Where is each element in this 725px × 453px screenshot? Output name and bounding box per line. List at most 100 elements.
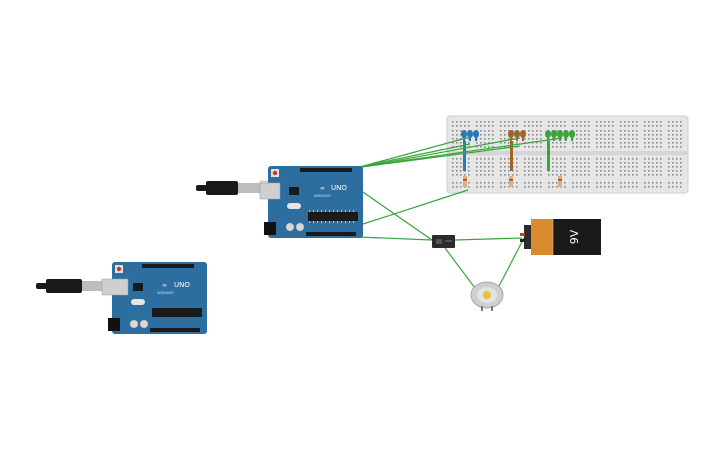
wire[interactable] <box>357 236 433 241</box>
breadboard-hole <box>620 162 622 164</box>
breadboard-hole <box>644 146 646 148</box>
breadboard-hole <box>540 134 542 136</box>
breadboard-hole <box>636 130 638 132</box>
breadboard-hole <box>644 121 646 123</box>
breadboard-hole <box>656 158 658 160</box>
led-leg <box>547 137 549 141</box>
led[interactable] <box>461 130 467 138</box>
breadboard-hole <box>560 158 562 160</box>
breadboard-hole <box>636 134 638 136</box>
resistor[interactable] <box>509 176 513 187</box>
breadboard-hole <box>488 125 490 127</box>
breadboard-hole <box>676 170 678 172</box>
breadboard-hole <box>452 174 454 176</box>
breadboard-hole <box>624 158 626 160</box>
breadboard-hole <box>680 186 682 188</box>
breadboard-hole <box>484 170 486 172</box>
breadboard-hole <box>584 182 586 184</box>
breadboard-hole <box>660 125 662 127</box>
arduino-uno-bottom[interactable]: ∞ UNO ARDUINO <box>101 262 207 334</box>
breadboard-hole <box>456 142 458 144</box>
breadboard-hole <box>484 162 486 164</box>
usb-cable-bottom[interactable] <box>36 279 102 293</box>
wire[interactable] <box>454 237 523 241</box>
breadboard-hole <box>680 146 682 148</box>
led[interactable] <box>514 130 520 138</box>
breadboard-hole <box>560 146 562 148</box>
led[interactable] <box>563 130 569 138</box>
breadboard-hole <box>552 121 554 123</box>
breadboard-hole <box>656 146 658 148</box>
breadboard-hole <box>528 130 530 132</box>
breadboard-hole <box>652 162 654 164</box>
breadboard-hole <box>624 162 626 164</box>
wire[interactable] <box>355 136 471 169</box>
breadboard-hole <box>580 186 582 188</box>
breadboard-hole <box>584 121 586 123</box>
breadboard-hole <box>536 134 538 136</box>
led[interactable] <box>467 130 473 138</box>
breadboard-hole <box>648 166 650 168</box>
breadboard-hole <box>536 138 538 140</box>
breadboard-hole <box>628 166 630 168</box>
breadboard-hole <box>584 142 586 144</box>
breadboard-hole <box>608 146 610 148</box>
breadboard-hole <box>636 162 638 164</box>
breadboard-hole <box>576 182 578 184</box>
led-group-green[interactable] <box>545 130 575 171</box>
breadboard[interactable] <box>446 115 689 194</box>
breadboard-hole <box>656 125 658 127</box>
infinity-logo-icon: ∞ <box>320 185 325 192</box>
resistor[interactable] <box>463 176 467 187</box>
breadboard-hole <box>588 130 590 132</box>
breadboard-hole <box>588 138 590 140</box>
led[interactable] <box>551 130 557 138</box>
breadboard-hole <box>624 138 626 140</box>
breadboard-hole <box>504 146 506 148</box>
breadboard-hole <box>492 125 494 127</box>
led[interactable] <box>473 130 479 138</box>
relay[interactable] <box>432 235 455 248</box>
breadboard-hole <box>588 162 590 164</box>
breadboard-hole <box>564 146 566 148</box>
breadboard-hole <box>536 162 538 164</box>
wires[interactable] <box>351 136 563 293</box>
led[interactable] <box>520 130 526 138</box>
wire[interactable] <box>359 189 469 226</box>
breadboard-hole <box>508 170 510 172</box>
usb-cable-top[interactable] <box>196 180 271 196</box>
breadboard-hole <box>532 138 534 140</box>
breadboard-hole <box>548 182 550 184</box>
breadboard-hole <box>516 158 518 160</box>
breadboard-hole <box>536 125 538 127</box>
breadboard-hole <box>564 166 566 168</box>
battery-9v[interactable]: 9V <box>520 219 601 255</box>
led-group-blue[interactable] <box>461 130 479 171</box>
breadboard-hole <box>672 125 674 127</box>
breadboard-hole <box>572 158 574 160</box>
breadboard-hole <box>652 158 654 160</box>
breadboard-hole <box>600 138 602 140</box>
wire[interactable] <box>351 137 563 169</box>
breadboard-hole <box>480 146 482 148</box>
wire[interactable] <box>444 247 479 293</box>
breadboard-hole <box>476 166 478 168</box>
dc-motor[interactable] <box>470 281 504 311</box>
led[interactable] <box>545 130 551 138</box>
breadboard-hole <box>604 170 606 172</box>
resistor[interactable] <box>558 176 562 187</box>
breadboard-hole <box>508 174 510 176</box>
wire[interactable] <box>353 143 471 169</box>
led[interactable] <box>569 130 575 138</box>
breadboard-hole <box>612 121 614 123</box>
breadboard-hole <box>604 146 606 148</box>
breadboard-hole <box>660 182 662 184</box>
led[interactable] <box>557 130 563 138</box>
wire[interactable] <box>496 237 525 291</box>
breadboard-hole <box>504 130 506 132</box>
led[interactable] <box>508 130 514 138</box>
arduino-uno-top[interactable]: ∞ UNO ARDUINO <box>259 166 363 238</box>
wire[interactable] <box>359 189 433 241</box>
breadboard-hole <box>652 142 654 144</box>
